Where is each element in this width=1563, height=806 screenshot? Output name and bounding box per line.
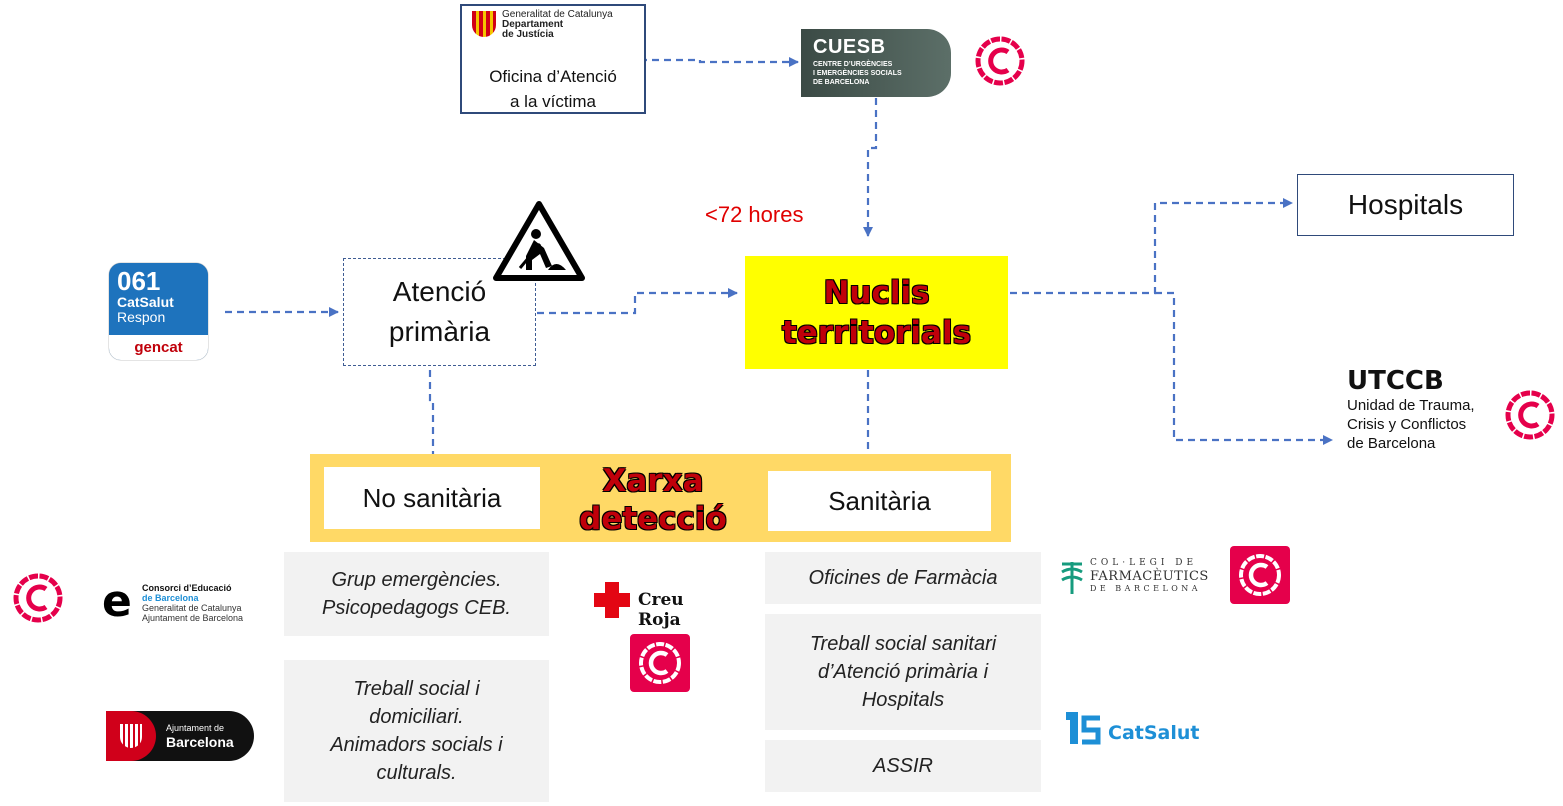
treball-social-line1: Treball social i (353, 678, 480, 700)
generalitat-line2: Departament (502, 19, 564, 30)
hours-label: <72 hores (705, 202, 804, 227)
no-sanitaria-box: No sanitària (324, 467, 540, 529)
oficines-farmacia-box: Oficines de Farmàcia (765, 552, 1041, 604)
edge-nuclis-to-utccb (1155, 291, 1333, 445)
road-works-warning-icon (493, 201, 585, 281)
nuclis-line2: territorials (781, 314, 972, 351)
utccb-line3: de Barcelona (1347, 435, 1436, 452)
farmacia-emblem-icon (1061, 562, 1083, 594)
atencio-line1: Atenció (392, 276, 487, 307)
consorci-line4: Ajuntament de Barcelona (142, 613, 244, 623)
edge-nuclis-to-hospitals (1010, 198, 1293, 295)
oficina-label: Oficina d’Atenció a la víctima (462, 64, 644, 114)
c-logo-icon (1230, 546, 1290, 604)
creu-roja-label: Creu Roja (638, 590, 684, 630)
nuclis-line1: Nuclis (823, 274, 930, 311)
consorci-line1: Consorci d’Educació (142, 583, 232, 593)
xarxa-title-line2: detecció (579, 501, 727, 537)
sanitaria-label: Sanitària (828, 485, 931, 516)
atencio-primaria-node: Atenció primària (343, 258, 536, 366)
oficines-farmacia-label: Oficines de Farmàcia (808, 567, 998, 589)
consorci-e-icon: e (102, 576, 132, 627)
farmaceutics-line3: DE BARCELONA (1090, 584, 1202, 593)
treball-social-sanitari-box: Treball social sanitari d’Atenció primàr… (765, 614, 1041, 730)
creu-roja-logo: Creu Roja (592, 580, 732, 630)
ajuntament-emblem-icon (106, 711, 156, 761)
utccb-title: UTCCB (1347, 366, 1444, 396)
edge-cuesb-to-nuclis (863, 98, 878, 237)
app-061-line2: Respon (117, 309, 166, 325)
edge-atencio-to-nuclis (537, 288, 738, 315)
generalitat-line1: Generalitat de Catalunya (502, 9, 613, 20)
hospitals-label: Hospitals (1347, 189, 1464, 220)
c-logo-icon (630, 634, 690, 692)
c-logo-icon (13, 573, 63, 623)
consorci-line3: Generalitat de Catalunya (142, 603, 242, 613)
cuesb-sub-line2: I EMERGÈNCIES SOCIALS (813, 70, 902, 77)
farmaceutics-line2: FARMACÈUTICS (1090, 569, 1209, 584)
farmaceutics-text: COL·LEGI DE FARMACÈUTICS DE BARCELONA (1090, 558, 1209, 594)
atencio-line2: primària (388, 316, 491, 347)
hospitals-node: Hospitals (1297, 174, 1514, 236)
treball-social-sanitari-line3: Hospitals (861, 689, 945, 711)
cuesb-node: CUESB CENTRE D’URGÈNCIES I EMERGÈNCIES S… (801, 29, 951, 97)
grup-emergencies-line2: Psicopedagogs CEB. (321, 597, 511, 619)
oficina-label-line2: a la víctima (510, 92, 596, 111)
app-061-line1: CatSalut (117, 294, 174, 310)
col-legi-farmaceutics-logo: COL·LEGI DE FARMACÈUTICS DE BARCELONA (1058, 556, 1226, 598)
catsalut-label: CatSalut (1108, 722, 1200, 744)
generalitat-emblem-icon (472, 11, 496, 37)
consorci-line2: de Barcelona (142, 593, 199, 603)
cuesb-sub-line1: CENTRE D’URGÈNCIES (813, 61, 893, 68)
ajuntament-line1: Ajuntament de (166, 723, 225, 733)
farmaceutics-line1: COL·LEGI DE (1090, 558, 1198, 568)
catsalut-emblem-icon (1066, 712, 1101, 745)
treball-social-line3: Animadors socials i (330, 734, 503, 756)
nuclis-territorials-node: Nuclis territorials (745, 256, 1008, 369)
no-sanitaria-label: No sanitària (362, 482, 502, 513)
generalitat-line3: de Justícia (502, 29, 554, 40)
utccb-logo: UTCCB Unidad de Trauma, Crisis y Conflic… (1347, 366, 1502, 453)
oficina-label-line1: Oficina d’Atenció (489, 67, 617, 86)
ajuntament-line2: Barcelona (166, 734, 234, 750)
sanitaria-box: Sanitària (768, 471, 991, 531)
assir-label: ASSIR (872, 755, 934, 777)
cuesb-title: CUESB (813, 36, 886, 58)
treball-social-box: Treball social i domiciliari. Animadors … (284, 660, 549, 802)
edge-xarxa-to-atencio (425, 354, 435, 470)
app-061-line3: gencat (134, 339, 183, 356)
grup-emergencies-box: Grup emergències. Psicopedagogs CEB. (284, 552, 549, 636)
app-061-number: 061 (117, 266, 161, 296)
xarxa-title-line1: Xarxa (602, 463, 704, 499)
xarxa-deteccio-node: No sanitària Xarxa detecció Sanitària (310, 454, 1011, 542)
catsalut-logo: CatSalut (1066, 710, 1216, 750)
assir-box: ASSIR (765, 740, 1041, 792)
generalitat-logo-text: Generalitat de Catalunya Departament de … (502, 10, 613, 40)
utccb-line1: Unidad de Trauma, (1347, 397, 1475, 414)
treball-social-sanitari-line1: Treball social sanitari (809, 633, 997, 655)
ajuntament-barcelona-logo: Ajuntament de Barcelona (106, 711, 254, 761)
ajuntament-text: Ajuntament de Barcelona (166, 723, 234, 750)
cuesb-subtitle: CENTRE D’URGÈNCIES I EMERGÈNCIES SOCIALS… (813, 60, 902, 87)
xarxa-title: Xarxa detecció (542, 458, 764, 542)
treball-social-line2: domiciliari. (369, 706, 464, 728)
c-logo-icon (1505, 390, 1555, 440)
treball-social-line4: culturals. (376, 762, 457, 784)
utccb-line2: Crisis y Conflictos (1347, 416, 1467, 433)
c-logo-icon (975, 36, 1025, 86)
app-061-catsalut-logo: 061 CatSalut Respon gencat (109, 263, 208, 360)
red-cross-icon (594, 582, 630, 618)
consorci-text: Consorci d’Educació de Barcelona General… (142, 583, 243, 623)
consorci-educacio-logo: e Consorci d’Educació de Barcelona Gener… (102, 578, 272, 626)
oficina-atencio-victima-node: Generalitat de Catalunya Departament de … (460, 4, 646, 114)
cuesb-sub-line3: DE BARCELONA (813, 79, 870, 86)
grup-emergencies-line1: Grup emergències. (331, 569, 502, 591)
treball-social-sanitari-line2: d’Atenció primària i (817, 661, 989, 683)
app-061-footer: gencat (109, 335, 208, 360)
